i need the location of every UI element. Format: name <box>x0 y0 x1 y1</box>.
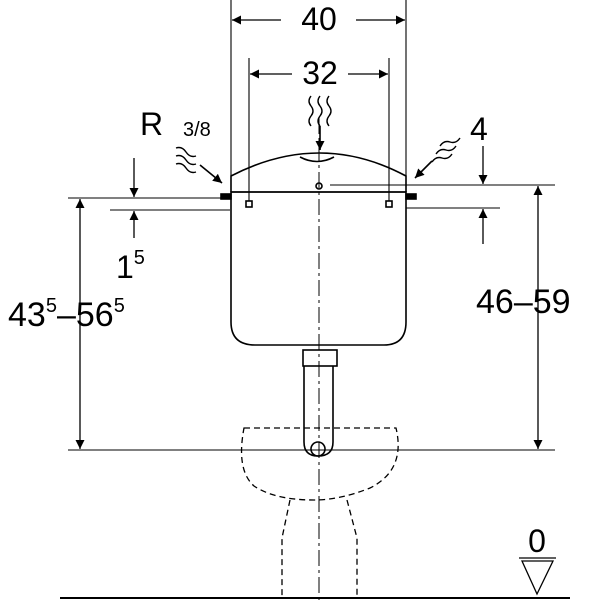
inflow-arrows <box>199 126 433 184</box>
inflow-arrow-left <box>199 164 223 184</box>
dim-label-left-offset: 15 <box>116 247 145 285</box>
thread-label-fraction: 3/8 <box>183 119 211 141</box>
fixing-hole-right <box>385 200 393 208</box>
dimension-arrows <box>75 15 543 449</box>
floor-level-symbol <box>519 557 556 596</box>
extension-lines <box>68 0 555 451</box>
thread-label-prefix: R <box>140 106 163 142</box>
dim-label-right-height: 46–59 <box>476 283 571 321</box>
inlet-right <box>405 193 417 200</box>
inlet-left <box>220 193 232 200</box>
dim-label-left-height: 435–565 <box>8 295 125 334</box>
fixing-hole-left <box>245 200 253 208</box>
flush-pipe <box>302 349 338 457</box>
dim-label-width-outer: 40 <box>301 1 337 37</box>
water-inflow-symbols <box>175 95 461 174</box>
dim-label-top-offset: 4 <box>470 111 488 147</box>
wc-pan <box>240 427 399 598</box>
inflow-arrow-right <box>414 160 433 179</box>
floor-level-label: 0 <box>528 523 546 559</box>
lid-notch <box>299 156 335 163</box>
dim-label-width-inner: 32 <box>302 55 338 91</box>
cistern-body <box>230 191 407 346</box>
